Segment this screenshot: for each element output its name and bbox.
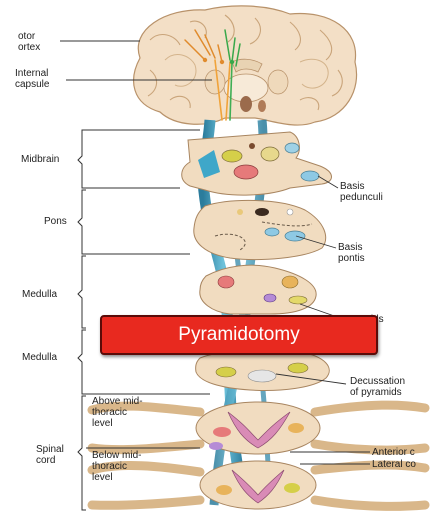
label-anterior-corticospinal: Anterior c (372, 447, 415, 458)
lower-medulla-slice (196, 350, 330, 391)
region-brackets (78, 130, 86, 510)
pons-slice (194, 200, 326, 259)
midbrain-slice (182, 132, 332, 195)
label-decussation-of-pyramids: Decussation of pyramids (350, 376, 405, 398)
label-basis-pedunculi: Basis pedunculi (340, 181, 383, 203)
brain-coronal-section (134, 6, 357, 125)
label-medulla-upper: Medulla (22, 289, 57, 300)
label-motor-cortex: otor ortex (18, 31, 40, 53)
label-pons: Pons (44, 216, 67, 227)
label-internal-capsule: Internal capsule (15, 68, 49, 90)
upper-medulla-slice (200, 265, 316, 314)
label-below-mid-thoracic: Below mid- thoracic level (92, 450, 141, 483)
pyramidotomy-banner: Pyramidotomy (100, 315, 378, 355)
label-midbrain: Midbrain (21, 154, 59, 165)
label-medulla-lower: Medulla (22, 352, 57, 363)
banner-text: Pyramidotomy (178, 324, 299, 346)
label-spinal-cord: Spinal cord (36, 444, 64, 466)
label-basis-pontis: Basis pontis (338, 242, 365, 264)
label-lateral-corticospinal: Lateral co (372, 459, 416, 470)
label-above-mid-thoracic: Above mid- thoracic level (92, 396, 143, 429)
